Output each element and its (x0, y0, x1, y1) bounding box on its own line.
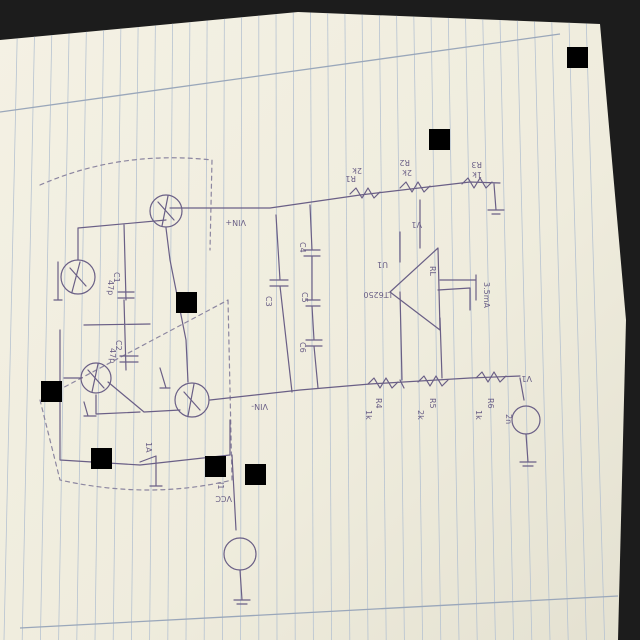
resistor-r2 (399, 181, 431, 193)
resistor-r6 (475, 371, 507, 383)
redaction-box (41, 381, 62, 402)
rule-line (413, 12, 423, 640)
label-u1-part: LT6250 (363, 290, 392, 299)
rule-line (221, 12, 225, 640)
redaction-box (245, 464, 266, 485)
rule-line (94, 12, 105, 640)
redaction-box (567, 47, 588, 68)
label-vcc: VCC (215, 494, 232, 503)
rule-line (344, 12, 351, 640)
rule-line (40, 12, 53, 640)
resistor-r1 (349, 187, 381, 199)
rule-line (585, 12, 605, 640)
label-r6: R6 (486, 398, 495, 409)
rule-line (275, 12, 278, 640)
redaction-box (176, 292, 197, 313)
capacitor-c3 (269, 214, 293, 393)
label-vin-value: 2n (504, 414, 513, 424)
rule-line (240, 12, 243, 640)
rule-line (533, 12, 551, 640)
rule-line (167, 12, 174, 640)
page-margin-bottom (19, 595, 619, 629)
rule-line (327, 12, 332, 640)
label-r3: R3 (471, 160, 482, 169)
label-r5: R5 (428, 398, 437, 409)
label-load: RL (428, 266, 437, 277)
page-rules (3, 12, 605, 640)
rule-line (550, 12, 569, 640)
capacitor-c2 (119, 355, 139, 363)
label-r2-value: 2k (402, 168, 412, 177)
rule-line (499, 12, 514, 640)
resistor-r3 (461, 177, 493, 189)
label-vin-minus: VIN- (251, 402, 268, 411)
rule-line (203, 12, 208, 640)
rule-line (149, 12, 156, 640)
rule-line (3, 12, 19, 640)
capacitor-c1 (117, 291, 135, 299)
label-r5-value: 2k (416, 410, 425, 420)
label-u1-supply: V1 (411, 220, 422, 229)
rule-line (361, 12, 369, 640)
label-r1: R1 (345, 174, 356, 183)
rule-line (464, 12, 478, 640)
redaction-box (91, 448, 112, 469)
label-vin: V1 (521, 374, 532, 383)
page-margin-top (0, 33, 561, 113)
rule-line (378, 12, 387, 640)
label-cap-a: C3 (264, 296, 273, 307)
label-r1-value: 2k (352, 166, 362, 175)
transistor-q4 (174, 382, 210, 418)
rule-line (21, 12, 36, 640)
rule-line (482, 12, 496, 640)
rule-line (58, 12, 70, 640)
label-vin-plus: VIN+ (225, 218, 246, 227)
rule-line (292, 12, 296, 640)
circuit-labels: U1 LT6250 V1 C1 47p C2 47p R1 2k R2 2k R… (106, 158, 532, 503)
label-cap-b: C4 (298, 242, 307, 253)
resistor-r5 (417, 375, 449, 387)
redaction-box (429, 129, 450, 150)
label-c2: C2 (114, 340, 123, 351)
opamp-u1 (389, 247, 441, 331)
label-c2-value: 47p (108, 348, 117, 363)
label-c1-value: 47p (106, 280, 115, 295)
transistor-q2 (149, 194, 183, 228)
label-cap-c: C5 (300, 292, 309, 303)
dashed-enclosure (39, 157, 233, 491)
rule-line (131, 12, 139, 640)
capacitor-c4 (303, 204, 323, 389)
label-r3-value: 1k (472, 170, 482, 179)
label-u1: U1 (377, 260, 388, 269)
label-r2: R2 (399, 158, 410, 167)
redaction-box (205, 456, 226, 477)
rule-line (516, 12, 533, 640)
label-gain: 3.5mA (482, 282, 491, 309)
rule-line (309, 12, 314, 640)
rule-line (185, 12, 191, 640)
label-i1: I1 (216, 482, 225, 489)
label-r4-value: 1k (364, 410, 373, 420)
label-r4: R4 (374, 398, 383, 409)
rule-line (447, 12, 460, 640)
rule-line (112, 12, 122, 640)
circuit-sketch (39, 157, 541, 605)
resistor-r4 (367, 377, 399, 389)
rule-line (76, 12, 88, 640)
label-c1: C1 (112, 272, 121, 283)
label-r6-value: 1k (474, 410, 483, 420)
rule-line (568, 12, 587, 640)
bottom-rail (209, 375, 521, 401)
label-bias: 1A (144, 442, 153, 453)
label-cap-d: C6 (298, 342, 307, 353)
rule-line (430, 12, 442, 640)
